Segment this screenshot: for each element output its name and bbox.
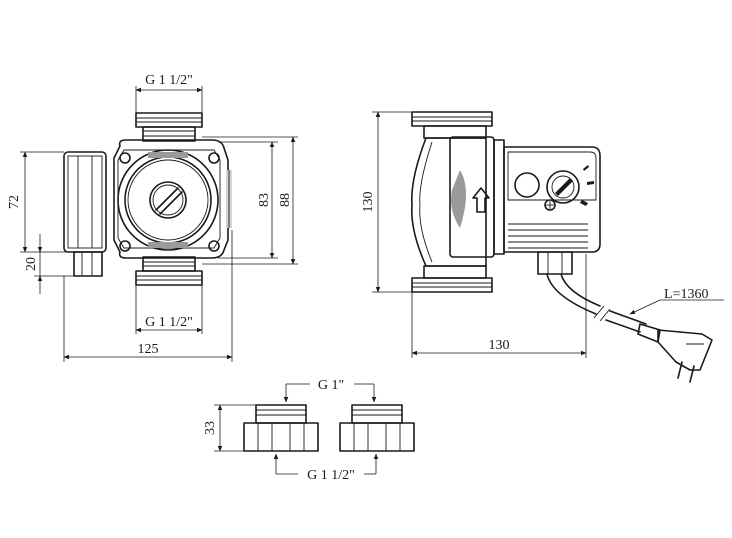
side-power-plug-icon <box>637 323 713 383</box>
front-top-outlet <box>135 112 203 142</box>
front-top-thread-dimension: G 1 1/2" <box>135 73 203 113</box>
union-fittings: G 1" G 1 1/2" 33 <box>203 378 415 483</box>
side-bottom-port <box>411 265 493 293</box>
front-125-label: 125 <box>138 342 159 357</box>
union-left <box>243 404 319 452</box>
front-88-dimension: 88 <box>202 136 298 265</box>
union-outer-thread-dimension: G 1 1/2" <box>273 453 379 483</box>
cable-length-label: L=1360 <box>664 287 708 302</box>
front-20-dimension: 20 <box>24 234 74 294</box>
front-view: G 1 1/2" G 1 1/2" 72 20 <box>7 73 298 362</box>
union-inner-thread-dimension: G 1" <box>283 378 377 403</box>
side-pump-body <box>410 137 487 267</box>
side-control-box <box>503 146 601 253</box>
side-power-cable <box>546 273 647 333</box>
front-terminal-box <box>63 151 107 277</box>
side-130-width-dimension: 130 <box>411 254 587 358</box>
front-72-label: 72 <box>7 195 22 209</box>
union-33-dimension: 33 <box>203 404 256 452</box>
front-top-thread-label: G 1 1/2" <box>145 73 193 88</box>
front-motor-face <box>117 149 219 251</box>
side-130-height-label: 130 <box>361 192 376 213</box>
front-bottom-thread-dimension: G 1 1/2" <box>135 285 203 334</box>
union-right <box>339 404 415 452</box>
front-20-label: 20 <box>24 257 39 271</box>
union-outer-thread-label: G 1 1/2" <box>307 468 355 483</box>
side-top-port <box>411 111 493 139</box>
cable-length-dimension: L=1360 <box>629 287 724 315</box>
side-cable-gland <box>537 251 573 275</box>
side-flow-arrow-icon <box>472 187 490 213</box>
union-33-label: 33 <box>203 421 218 435</box>
front-pump-housing <box>113 139 232 259</box>
side-speed-knob-icon <box>514 165 594 211</box>
front-125-dimension: 125 <box>63 230 233 362</box>
side-130-width-label: 130 <box>489 338 510 353</box>
side-motor-housing <box>449 136 505 258</box>
front-bottom-thread-label: G 1 1/2" <box>145 315 193 330</box>
front-bottom-inlet <box>135 256 203 286</box>
side-view: L=1360 130 130 <box>361 111 724 383</box>
front-83-label: 83 <box>257 193 272 207</box>
union-inner-thread-label: G 1" <box>318 378 344 393</box>
front-88-label: 88 <box>278 193 293 207</box>
side-130-height-dimension: 130 <box>361 111 412 293</box>
front-83-dimension: 83 <box>218 141 278 259</box>
front-72-dimension: 72 <box>7 151 74 253</box>
